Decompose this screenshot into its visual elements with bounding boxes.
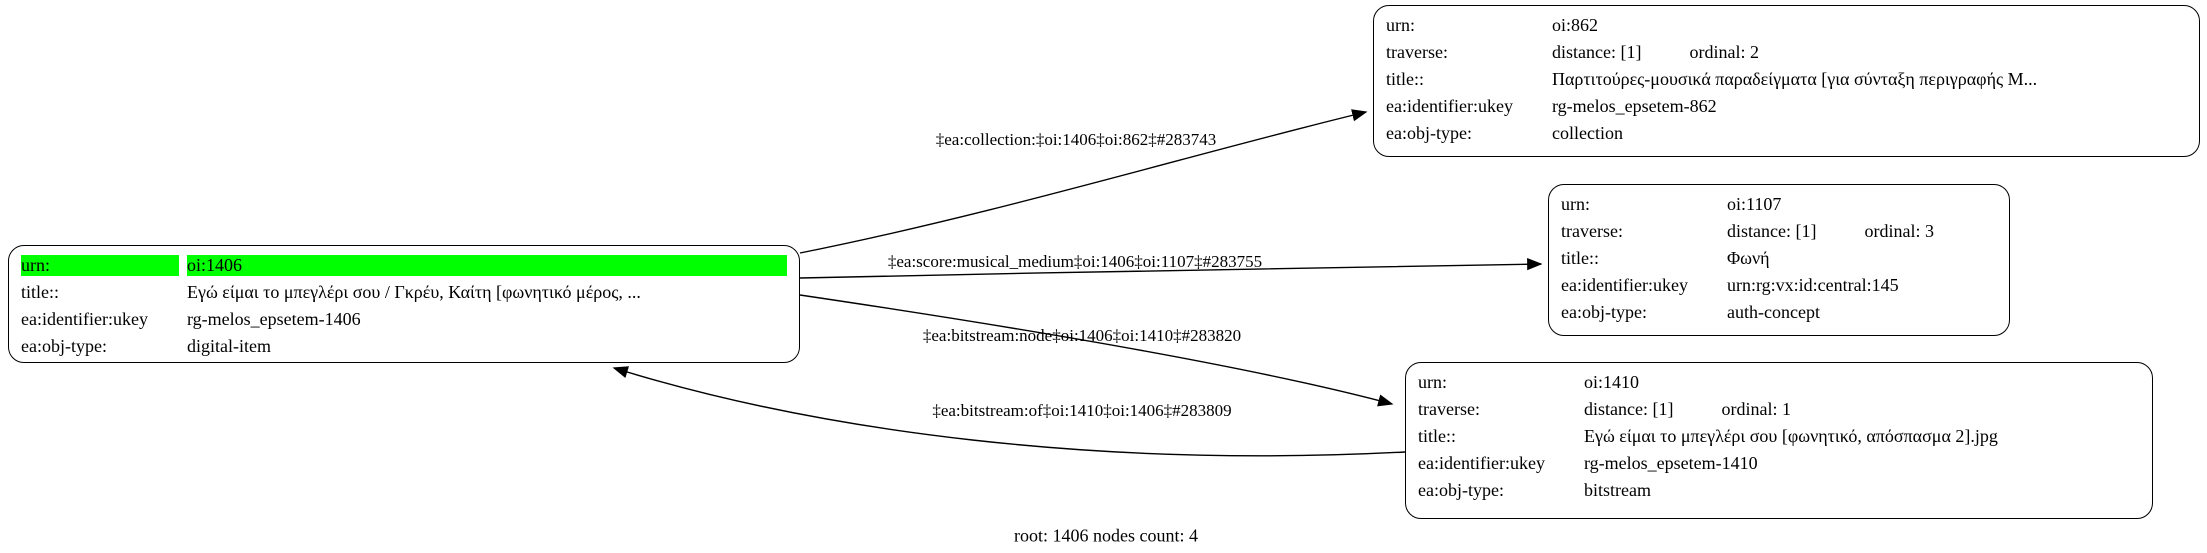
node-row: ea:obj-type: bitstream	[1418, 477, 2140, 504]
edge-label-bitstream-of: ‡ea:bitstream:of‡oi:1410‡oi:1406‡#283809	[932, 401, 1232, 420]
row-key: ea:identifier:ukey	[21, 309, 148, 329]
node-row: ea:obj-type: auth-concept	[1561, 299, 1997, 326]
node-row: ea:identifier:ukey rg-melos_epsetem-862	[1386, 93, 2187, 120]
row-value: rg-melos_epsetem-1410	[1584, 453, 1758, 473]
node-row: ea:identifier:ukey urn:rg:vx:id:central:…	[1561, 272, 1997, 299]
row-key: urn:	[21, 255, 179, 276]
traverse-ordinal: ordinal: 1	[1721, 399, 1791, 419]
row-value: distance: [1] ordinal: 2	[1552, 42, 2187, 63]
row-value: oi:862	[1552, 15, 1599, 35]
edge-score-musical-medium-line	[799, 257, 1543, 279]
row-key: urn:	[1386, 15, 1415, 35]
row-value: oi:1410	[1584, 372, 1640, 392]
traverse-distance: distance: [1]	[1552, 42, 1642, 62]
edge-bitstream-of-line	[612, 366, 1406, 457]
row-value: digital-item	[187, 336, 271, 356]
row-key: ea:obj-type:	[1418, 480, 1504, 500]
traverse-distance: distance: [1]	[1727, 221, 1817, 241]
traverse-ordinal: ordinal: 2	[1689, 42, 1759, 62]
row-value: distance: [1] ordinal: 3	[1727, 221, 1997, 242]
row-value: Φωνή	[1727, 248, 1770, 268]
row-key: title::	[1561, 248, 1599, 268]
row-value: urn:rg:vx:id:central:145	[1727, 275, 1899, 295]
row-value: rg-melos_epsetem-862	[1552, 96, 1717, 116]
row-key: ea:obj-type:	[1386, 123, 1472, 143]
row-value: auth-concept	[1727, 302, 1820, 322]
row-value: Εγώ είμαι το μπεγλέρι σου [φωνητικό, από…	[1584, 426, 1998, 446]
node-row: title:: Παρτιτούρες-μουσικά παραδείγματα…	[1386, 66, 2187, 93]
node-oi-1107[interactable]: urn: oi:1107 traverse: distance: [1] ordi…	[1548, 184, 2010, 336]
row-value: distance: [1] ordinal: 1	[1584, 399, 2140, 420]
row-value: Παρτιτούρες-μουσικά παραδείγματα [για σύ…	[1552, 69, 2038, 89]
row-key: ea:identifier:ukey	[1561, 275, 1688, 295]
node-row: urn: oi:862	[1386, 12, 2187, 39]
row-key: traverse:	[1418, 399, 1480, 419]
graph-caption: root: 1406 nodes count: 4	[1014, 525, 1198, 546]
row-key: traverse:	[1561, 221, 1623, 241]
node-row: traverse: distance: [1] ordinal: 2	[1386, 39, 2187, 66]
edge-label-collection: ‡ea:collection:‡oi:1406‡oi:862‡#283743	[935, 130, 1217, 149]
row-key: title::	[21, 282, 59, 302]
node-row: urn: oi:1406	[21, 252, 787, 279]
row-value: oi:1107	[1727, 194, 1782, 214]
node-row: title:: Εγώ είμαι το μπεγλέρι σου / Γκρέ…	[21, 279, 787, 306]
edge-label-score-musical-medium: ‡ea:score:musical_medium‡oi:1406‡oi:1107…	[887, 252, 1263, 271]
row-key: urn:	[1561, 194, 1590, 214]
edge-collection-line	[799, 109, 1368, 254]
row-key: traverse:	[1386, 42, 1448, 62]
edge-bitstream-node-line	[799, 294, 1394, 407]
node-oi-1410[interactable]: urn: oi:1410 traverse: distance: [1] ordi…	[1405, 362, 2153, 519]
row-value: collection	[1552, 123, 1623, 143]
traverse-ordinal: ordinal: 3	[1864, 221, 1934, 241]
row-value: oi:1406	[187, 255, 787, 276]
traverse-distance: distance: [1]	[1584, 399, 1674, 419]
row-key: title::	[1386, 69, 1424, 89]
node-row: ea:obj-type: collection	[1386, 120, 2187, 147]
row-key: ea:obj-type:	[21, 336, 107, 356]
row-key: ea:identifier:ukey	[1386, 96, 1513, 116]
node-oi-862[interactable]: urn: oi:862 traverse: distance: [1] ordin…	[1373, 5, 2200, 157]
row-value: rg-melos_epsetem-1406	[187, 309, 361, 329]
row-key: ea:identifier:ukey	[1418, 453, 1545, 473]
node-row: ea:identifier:ukey rg-melos_epsetem-1410	[1418, 450, 2140, 477]
node-row: traverse: distance: [1] ordinal: 1	[1418, 396, 2140, 423]
node-oi-1406[interactable]: urn: oi:1406 title:: Εγώ είμαι το μπεγλέ…	[8, 245, 800, 363]
row-key: title::	[1418, 426, 1456, 446]
node-row: urn: oi:1410	[1418, 369, 2140, 396]
row-key: ea:obj-type:	[1561, 302, 1647, 322]
row-value: Εγώ είμαι το μπεγλέρι σου / Γκρέυ, Καίτη…	[187, 282, 641, 302]
node-row: ea:identifier:ukey rg-melos_epsetem-1406	[21, 306, 787, 333]
row-key: urn:	[1418, 372, 1447, 392]
node-row: ea:obj-type: digital-item	[21, 333, 787, 360]
node-row: traverse: distance: [1] ordinal: 3	[1561, 218, 1997, 245]
row-value: bitstream	[1584, 480, 1651, 500]
node-row: title:: Εγώ είμαι το μπεγλέρι σου [φωνητ…	[1418, 423, 2140, 450]
node-row: title:: Φωνή	[1561, 245, 1997, 272]
node-row: urn: oi:1107	[1561, 191, 1997, 218]
edge-label-bitstream-node: ‡ea:bitstream:node‡oi:1406‡oi:1410‡#2838…	[922, 326, 1242, 345]
